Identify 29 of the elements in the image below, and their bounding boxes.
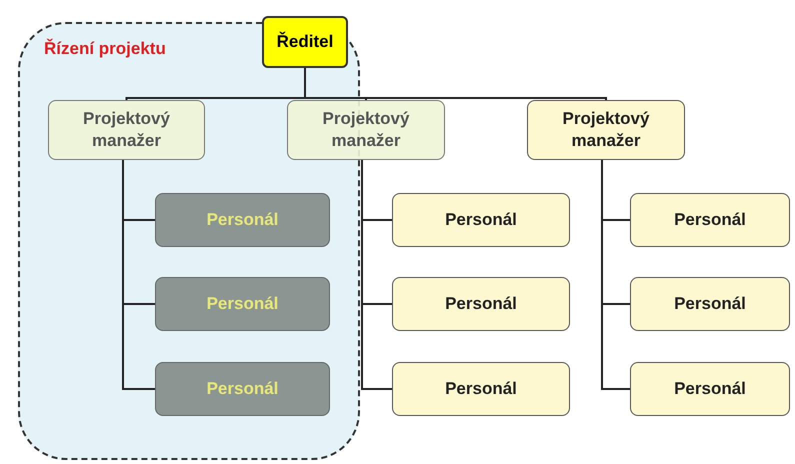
box-label: Personál bbox=[673, 293, 747, 315]
connector-line bbox=[601, 160, 630, 390]
box-label: Projektový manažer bbox=[322, 108, 410, 152]
director-box bbox=[262, 16, 348, 68]
box-label: Personál bbox=[206, 209, 280, 231]
box-label: Personál bbox=[206, 293, 280, 315]
box-label: Projektový manažer bbox=[562, 108, 650, 152]
connector-line bbox=[122, 160, 155, 390]
box-label: Personál bbox=[444, 378, 518, 400]
staff-box bbox=[630, 362, 790, 416]
staff-box bbox=[155, 277, 330, 331]
staff-box bbox=[392, 193, 570, 247]
manager-box bbox=[48, 100, 205, 160]
manager-box bbox=[527, 100, 685, 160]
box-label: Personál bbox=[206, 378, 280, 400]
box-label: Personál bbox=[673, 209, 747, 231]
manager-box bbox=[287, 100, 445, 160]
staff-box bbox=[155, 362, 330, 416]
staff-box bbox=[630, 193, 790, 247]
box-label: Projektový manažer bbox=[82, 108, 171, 152]
staff-box bbox=[155, 193, 330, 247]
staff-box bbox=[392, 277, 570, 331]
box-label: Ředitel bbox=[276, 31, 334, 53]
box-label: Personál bbox=[444, 209, 518, 231]
staff-box bbox=[630, 277, 790, 331]
area-title: Řízení projektu bbox=[43, 38, 167, 60]
box-label: Personál bbox=[673, 378, 747, 400]
box-label: Personál bbox=[444, 293, 518, 315]
staff-box bbox=[392, 362, 570, 416]
